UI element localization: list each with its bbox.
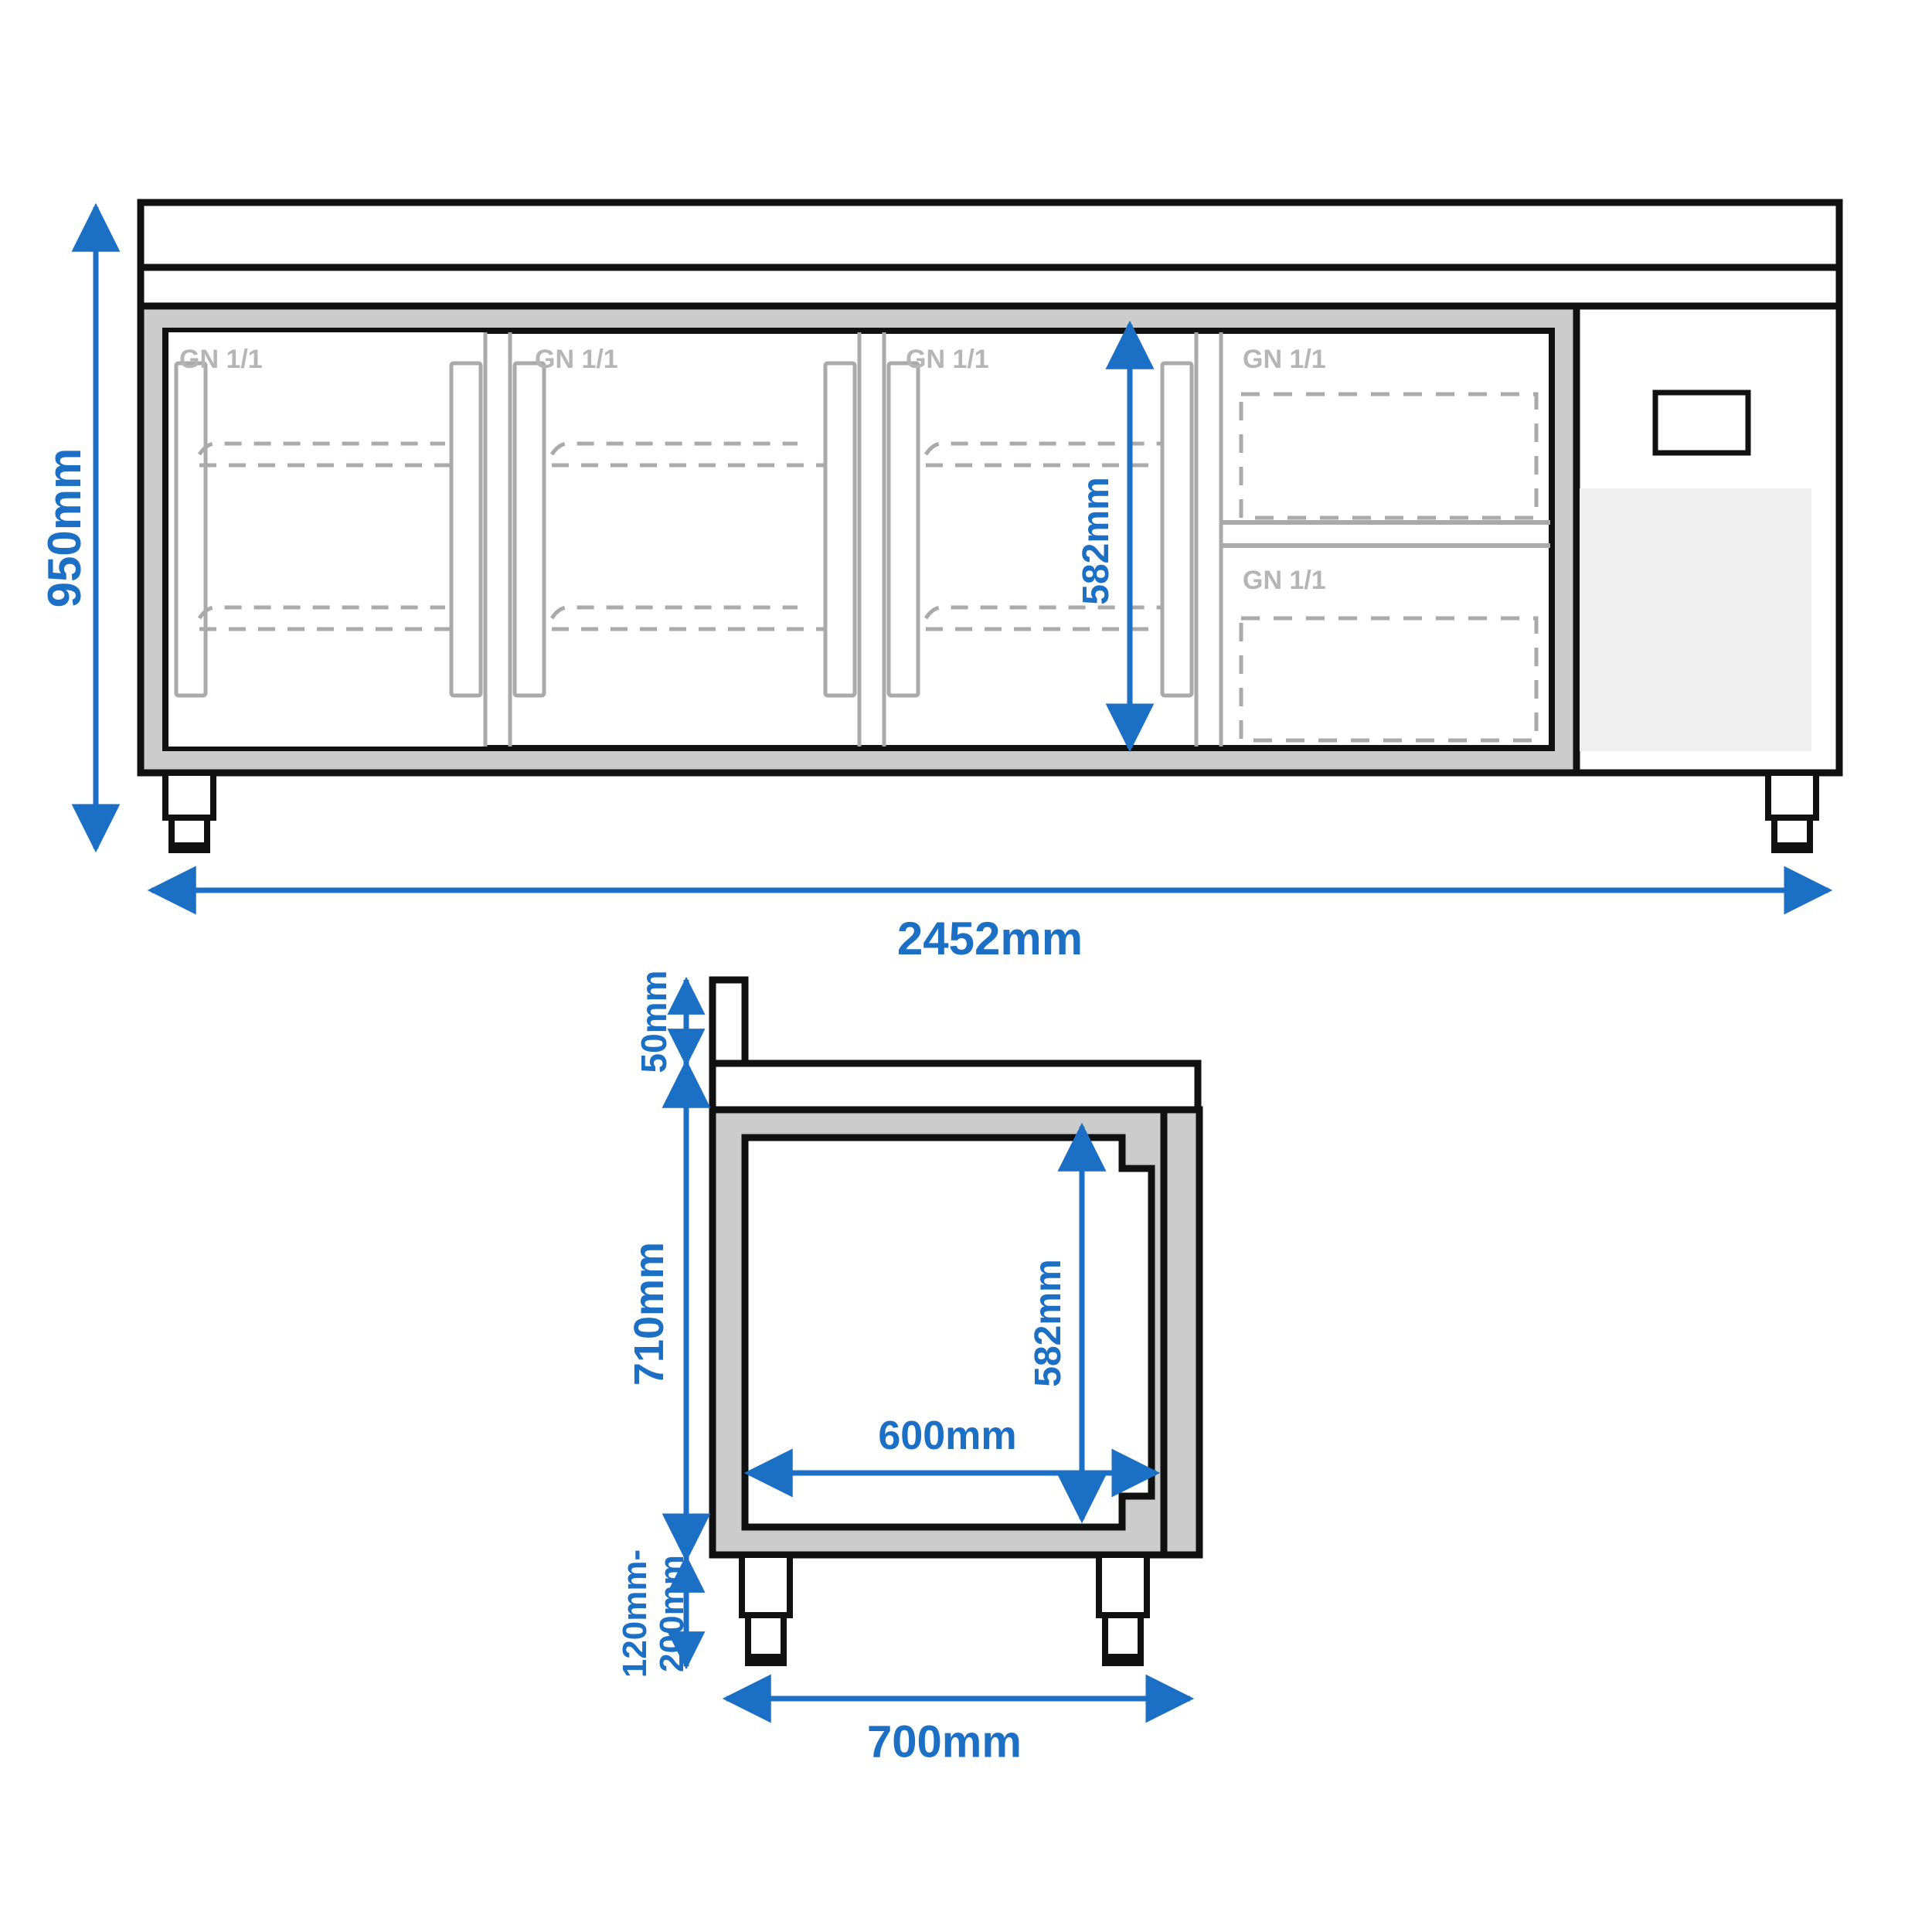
front-worktop-edge-band (137, 264, 1843, 310)
door-1-shelf-upper (197, 441, 445, 456)
door-1-face (168, 332, 485, 747)
front-worktop-slab (137, 199, 1843, 271)
door-1-handle-left[interactable] (174, 361, 208, 698)
front-compartment-door-2[interactable]: GN 1/1 (508, 332, 862, 747)
side-splashback (709, 976, 749, 1070)
gn-label-3: GN 1/1 (906, 345, 989, 374)
door-2-shelf-upper (549, 441, 798, 456)
dimension-overall-width-label: 2452mm (897, 913, 1083, 964)
gn-label-4: GN 1/1 (1243, 345, 1326, 374)
control-switch-box-icon[interactable] (1652, 389, 1751, 456)
front-elevation-group: GN 1/1 GN 1/1 GN 1/1 (39, 199, 1843, 964)
door-3-shelf-upper (923, 441, 1164, 456)
dimension-body-height: 710mm (626, 1059, 711, 1563)
front-compartment-drawer-lower[interactable]: GN 1/1 (1239, 566, 1539, 743)
side-leg-left (739, 1552, 793, 1666)
door-3-shelf-lower (923, 605, 1164, 620)
front-compartment-door-1[interactable]: GN 1/1 (168, 332, 488, 747)
dimension-interior-height-side-label: 582mm (1028, 1259, 1069, 1386)
front-leg-left (162, 770, 216, 853)
dimension-leg-height-range: 120mm- 200mm (616, 1549, 706, 1678)
dimension-interior-height-front: 582mm (1076, 320, 1155, 753)
side-worktop-slab (709, 1060, 1202, 1114)
dimension-interior-height-side: 582mm (1028, 1122, 1107, 1524)
drawer-upper-pan-ghost (1239, 392, 1539, 520)
drawer-lower-pan-ghost (1239, 616, 1539, 743)
gn-label-5: GN 1/1 (1243, 566, 1326, 595)
door-3-handle-left[interactable] (886, 361, 920, 698)
front-compartment-door-3[interactable]: GN 1/1 (882, 332, 1199, 747)
compressor-vent-panel (1580, 488, 1811, 751)
door-2-handle-left[interactable] (512, 361, 546, 698)
side-cabinet-cavity (741, 1134, 1155, 1531)
dimension-leg-height-line1: 120mm- (616, 1549, 654, 1678)
front-compartment-drawer-upper[interactable]: GN 1/1 (1239, 345, 1539, 520)
gn-label-2: GN 1/1 (535, 345, 618, 374)
side-leg-right (1096, 1552, 1150, 1666)
dimension-overall-height: 950mm (39, 202, 121, 853)
dimension-splashback-height-label: 50mm (634, 971, 674, 1073)
front-drawer-stack[interactable]: GN 1/1 GN 1/1 (1219, 332, 1550, 747)
dimension-interior-height-front-label: 582mm (1076, 477, 1117, 604)
door-1-handle-right[interactable] (449, 361, 483, 698)
dimension-overall-depth-label: 700mm (867, 1717, 1022, 1767)
door-3-handle-right[interactable] (1160, 361, 1194, 698)
gn-label-1: GN 1/1 (179, 345, 263, 374)
dimension-interior-depth-label: 600mm (878, 1413, 1016, 1458)
door-1-shelf-lower (197, 605, 445, 620)
dimension-overall-width: 2452mm (147, 866, 1833, 964)
door-2-shelf-lower (549, 605, 798, 620)
side-section-group: 50mm 710mm 120mm- 200mm 700mm 600mm 582m… (616, 971, 1203, 1767)
dimension-overall-height-label: 950mm (39, 448, 90, 608)
side-door-panel (1160, 1106, 1203, 1559)
front-leg-right (1765, 770, 1819, 853)
door-2-handle-right[interactable] (823, 361, 857, 698)
dimension-body-height-label: 710mm (626, 1242, 672, 1386)
dimension-overall-depth: 700mm (722, 1674, 1195, 1767)
dimension-splashback-height: 50mm (634, 971, 706, 1073)
dimension-leg-height-line2: 200mm (653, 1555, 691, 1672)
